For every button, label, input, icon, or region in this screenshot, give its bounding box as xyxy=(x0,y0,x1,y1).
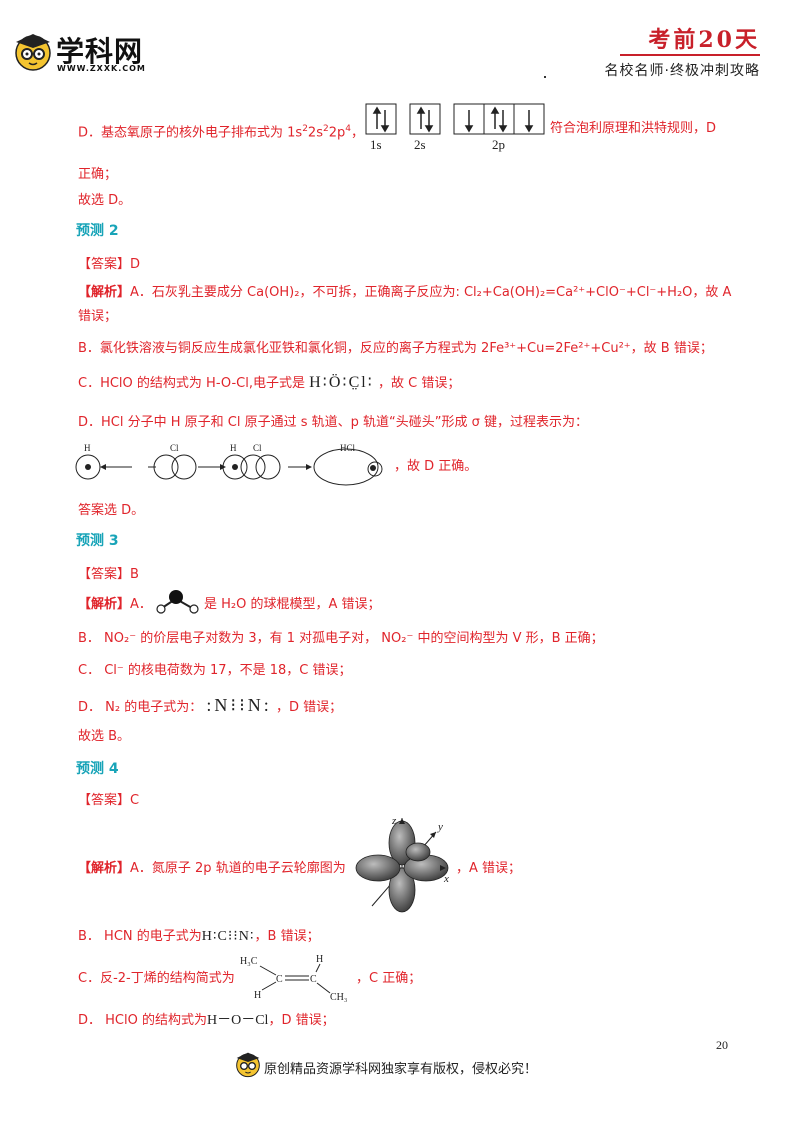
page-number: 20 xyxy=(716,1038,728,1052)
p3-d: D． N₂ 的电子式为： :N⁝⁝N: ，D 错误； xyxy=(78,695,343,715)
answer-4: 【答案】C xyxy=(78,793,140,808)
footer-copyright: 原创精品资源学科网独家享有版权，侵权必究！ xyxy=(264,1062,538,1077)
heading-prediction-4: 预测 4 xyxy=(76,761,119,777)
p2-a: 【解析】A．石灰乳主要成分 Ca(OH)₂，不可拆，正确离子反应为: Cl₂+C… xyxy=(78,285,732,300)
n2-electron-formula: :N⁝⁝N: xyxy=(206,695,272,715)
label-c-right: C xyxy=(310,974,317,985)
p4-b: B． HCN 的电子式为H∶C⁝⁝N∶，B 错误； xyxy=(78,929,320,944)
p3-b: B． NO₂⁻ 的价层电子对数为 3，有 1 对孤电子对， NO₂⁻ 中的空间构… xyxy=(78,631,604,646)
orbital-diagram xyxy=(365,103,545,135)
axis-y: y xyxy=(437,821,443,833)
answer-2: 【答案】D xyxy=(78,257,141,272)
p3-a: 【解析】A． xyxy=(78,597,152,612)
hcn-electron-formula: H∶C⁝⁝N∶ xyxy=(201,929,255,944)
heading-prediction-2: 预测 2 xyxy=(76,223,119,239)
p4-a-post: ，A 错误； xyxy=(456,861,522,876)
hclo-structural-formula: H－O－Cl xyxy=(206,1013,269,1028)
p2-c: C．HClO 的结构式为 H-O-Cl,电子式是 H∶Ö∶C̤l∶ ，故 C 错… xyxy=(78,374,461,391)
p4-d: D． HClO 的结构式为H－O－Cl，D 错误； xyxy=(78,1013,335,1028)
p3-c: C． Cl⁻ 的核电荷数为 17，不是 18，C 错误； xyxy=(78,663,352,678)
p2-d: D．HCl 分子中 H 原子和 Cl 原子通过 s 轨道、p 轨道“头碰头”形成… xyxy=(78,415,588,430)
h2o-ball-stick-model xyxy=(156,590,199,614)
mascot-logo-icon xyxy=(15,34,51,71)
prev-d-after: 符合泡利原理和洪特规则，D xyxy=(550,121,717,136)
choose-1: 故选 D。 xyxy=(78,193,132,208)
p-orbital-cloud-diagram: z y x xyxy=(355,815,449,913)
header-rule xyxy=(620,54,760,56)
p3-a-post: 是 H₂O 的球棍模型，A 错误； xyxy=(204,597,381,612)
label-hcl: HCl xyxy=(340,443,356,453)
brand-name: 学科网 xyxy=(56,35,144,68)
hclo-electron-formula: H∶Ö∶C̤l∶ xyxy=(309,374,374,391)
orbital-label-2p: 2p xyxy=(492,137,505,152)
label-h2: H xyxy=(230,443,237,453)
orbital-label-1s: 1s xyxy=(370,137,382,152)
axis-x: x xyxy=(443,873,449,885)
label-ch3: CH₃ xyxy=(330,992,347,1003)
label-h1: H xyxy=(84,443,91,453)
label-cl2: Cl xyxy=(253,443,262,453)
label-h-left: H xyxy=(254,990,261,1001)
orbital-label-2s: 2s xyxy=(414,137,426,152)
header: 学科网 WWW.ZXXK.COM 考前20天 名校名师·终极冲刺攻略 xyxy=(0,0,800,90)
label-h3c: H₃C xyxy=(240,956,258,967)
p2-d-post: ，故 D 正确。 xyxy=(394,459,478,474)
label-h-right: H xyxy=(316,954,323,965)
trans-2-butene-structure: H₃C H C C H CH₃ xyxy=(240,954,347,1003)
dot xyxy=(544,76,546,78)
axis-z: z xyxy=(391,815,397,827)
answer-3: 【答案】B xyxy=(78,567,139,582)
brand-site: WWW.ZXXK.COM xyxy=(57,64,146,73)
p2-a2: 错误； xyxy=(78,309,118,324)
hcl-sigma-bond-diagram: H Cl H Cl HCl xyxy=(75,443,383,486)
p2-b: B．氯化铁溶液与铜反应生成氯化亚铁和氯化铜，反应的离子方程式为 2Fe³⁺+Cu… xyxy=(78,341,713,356)
label-cl1: Cl xyxy=(170,443,179,453)
header-title: 考前20天 xyxy=(648,27,760,53)
header-subtitle: 名校名师·终极冲刺攻略 xyxy=(604,63,760,79)
choose-3: 故选 B。 xyxy=(78,729,131,744)
prev-d-line: D．基态氧原子的核外电子排布式为 1s22s22p4， xyxy=(78,124,364,141)
p4-c-post: ，C 正确； xyxy=(356,971,422,986)
prev-d-after2: 正确； xyxy=(78,167,118,182)
choose-2: 答案选 D。 xyxy=(78,503,145,518)
p4-a: 【解析】A．氮原子 2p 轨道的电子云轮廓图为 xyxy=(78,861,346,876)
label-c-left: C xyxy=(276,974,283,985)
heading-prediction-3: 预测 3 xyxy=(76,533,119,549)
p4-c: C．反-2-丁烯的结构简式为 xyxy=(78,971,235,986)
mascot-footer-icon xyxy=(236,1052,260,1078)
